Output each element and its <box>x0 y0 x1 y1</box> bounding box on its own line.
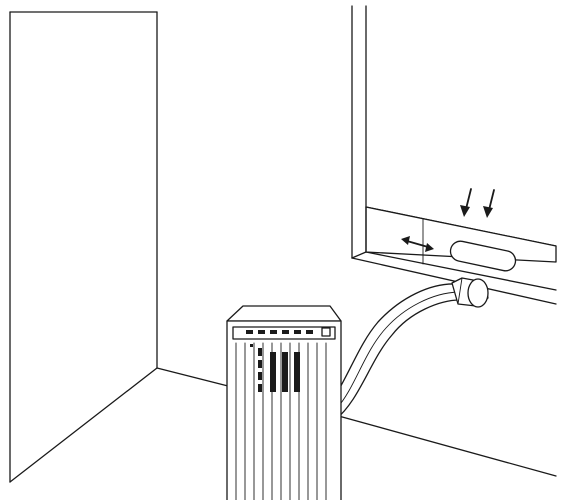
back-floor-line-right <box>335 415 556 476</box>
connector-end-ring <box>468 279 488 307</box>
ac-unit <box>227 306 341 500</box>
down-arrow-icon <box>460 189 494 218</box>
ac-body <box>227 321 341 500</box>
hose-body <box>335 284 460 420</box>
exhaust-hose <box>335 284 460 420</box>
left-floor-line <box>10 368 157 482</box>
window-slider-kit <box>366 207 556 290</box>
back-floor-line <box>157 368 228 386</box>
ac-side-port <box>322 328 330 336</box>
hose-connector <box>452 278 488 307</box>
ac-top-face <box>227 306 341 321</box>
sill-return <box>352 252 366 258</box>
